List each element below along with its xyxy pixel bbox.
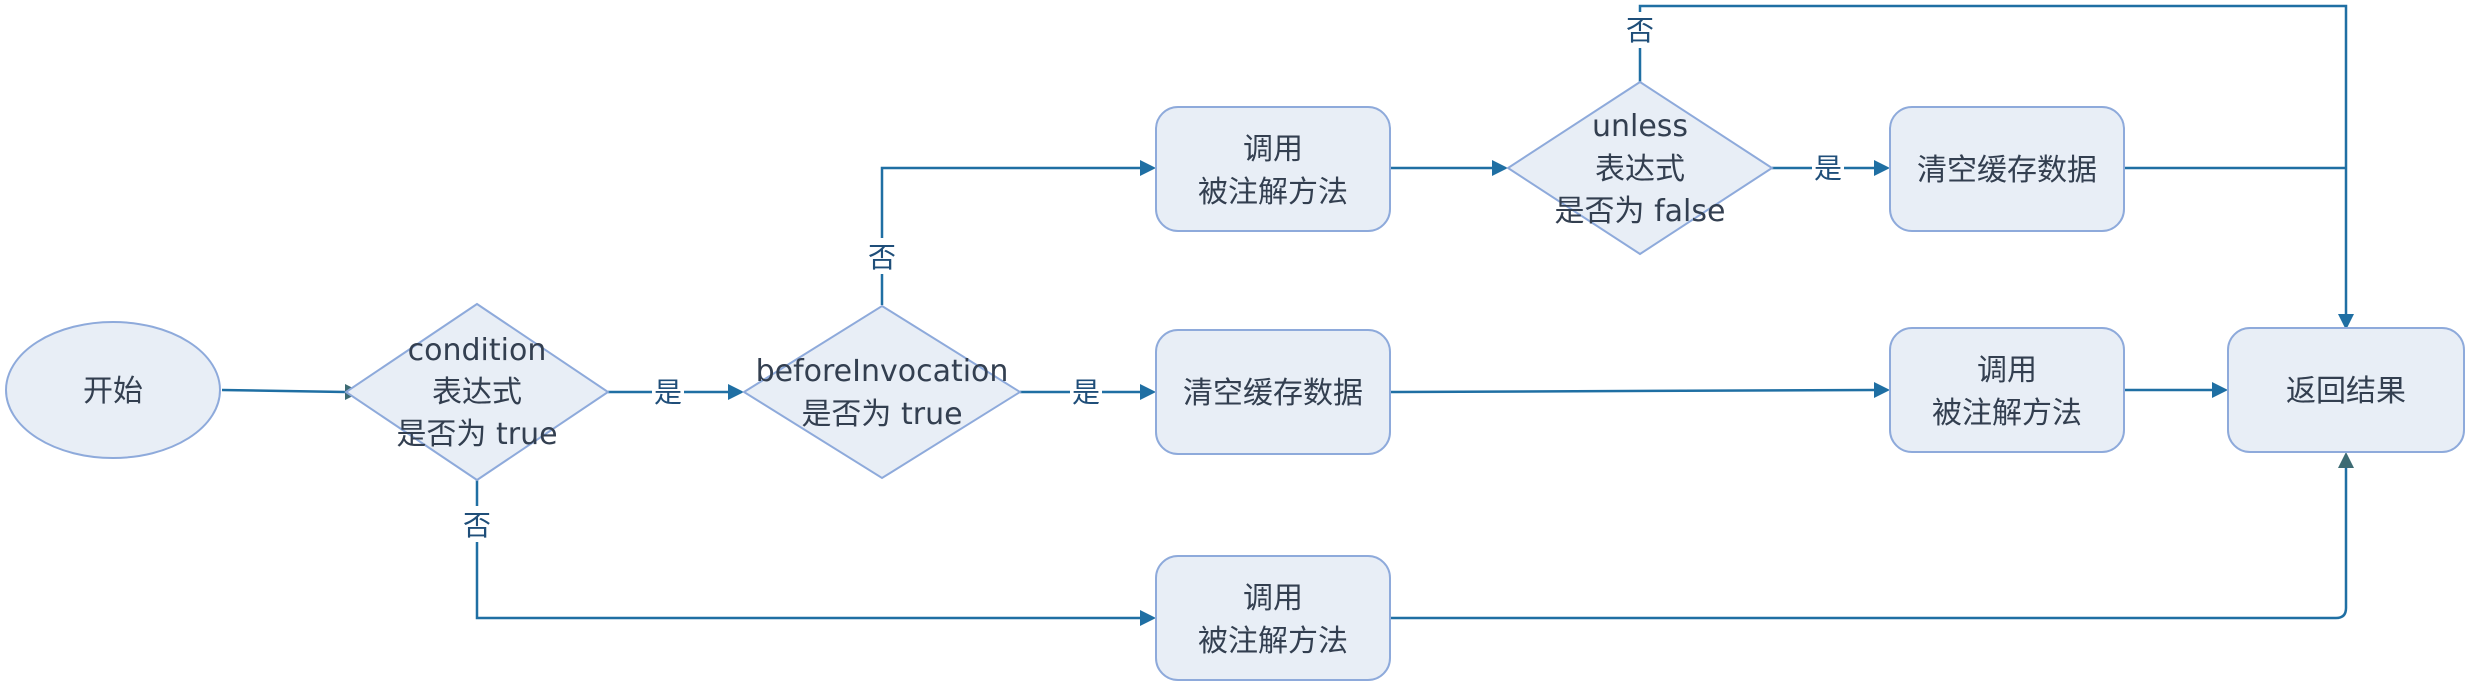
node-call-top-line2: 被注解方法: [1198, 175, 1348, 210]
node-call-top-line1: 调用: [1243, 132, 1303, 167]
arrowhead: [1874, 160, 1890, 176]
label-condition-no: 否: [463, 509, 491, 542]
label-before-yes: 是: [1072, 376, 1100, 409]
node-call-bottom-line1: 调用: [1243, 581, 1303, 616]
node-call-mid-line2: 被注解方法: [1932, 396, 2082, 431]
node-before-line1: beforeInvocation: [756, 354, 1009, 389]
node-call-method-bottom: 调用 被注解方法: [1155, 555, 1391, 681]
arrowhead: [728, 384, 744, 400]
node-condition: condition 表达式 是否为 true: [344, 302, 610, 482]
label-before-no: 否: [868, 241, 896, 274]
node-unless-line2: 表达式: [1595, 152, 1685, 187]
edge-call-bottom-to-return: [1390, 468, 2348, 620]
edge-condition-no: [475, 480, 1140, 620]
arrowhead: [1140, 610, 1156, 626]
node-before-line2: 是否为 true: [801, 397, 962, 432]
node-start-label: 开始: [83, 374, 143, 409]
node-before-invocation: beforeInvocation 是否为 true: [742, 304, 1022, 480]
arrowhead: [1140, 160, 1156, 176]
label-unless-no: 否: [1626, 14, 1654, 47]
arrowhead: [1140, 384, 1156, 400]
node-condition-line3: 是否为 true: [396, 417, 557, 452]
node-unless: unless 表达式 是否为 false: [1506, 80, 1774, 256]
node-clear-cache-top: 清空缓存数据: [1889, 106, 2125, 232]
node-unless-line3: 是否为 false: [1555, 194, 1726, 229]
node-clear-mid-label: 清空缓存数据: [1183, 376, 1363, 411]
node-call-bottom-line2: 被注解方法: [1198, 624, 1348, 659]
edge-before-no: [880, 166, 1140, 305]
node-call-method-mid: 调用 被注解方法: [1889, 327, 2125, 453]
node-call-method-top: 调用 被注解方法: [1155, 106, 1391, 232]
arrowhead: [2338, 452, 2354, 468]
edge-start-to-condition: [221, 388, 346, 394]
edge-labels: 是 否 是 否 是 否: [461, 12, 1844, 542]
node-condition-line2: 表达式: [432, 375, 522, 410]
edge-clear-mid-to-call-mid: [1389, 388, 1875, 394]
node-return-result: 返回结果: [2227, 327, 2465, 453]
node-return-label: 返回结果: [2286, 374, 2406, 409]
node-clear-cache-mid: 清空缓存数据: [1155, 329, 1391, 455]
node-start: 开始: [5, 321, 221, 459]
node-clear-top-label: 清空缓存数据: [1917, 153, 2097, 188]
node-unless-line1: unless: [1592, 109, 1688, 144]
label-condition-yes: 是: [654, 376, 682, 409]
arrowhead: [2338, 314, 2354, 330]
arrowhead: [1874, 382, 1890, 398]
arrowhead: [2212, 382, 2228, 398]
node-call-mid-line1: 调用: [1977, 353, 2037, 388]
arrowhead: [1492, 160, 1508, 176]
edges: [221, 4, 2354, 626]
label-unless-yes: 是: [1814, 152, 1842, 185]
node-condition-line1: condition: [408, 333, 547, 368]
